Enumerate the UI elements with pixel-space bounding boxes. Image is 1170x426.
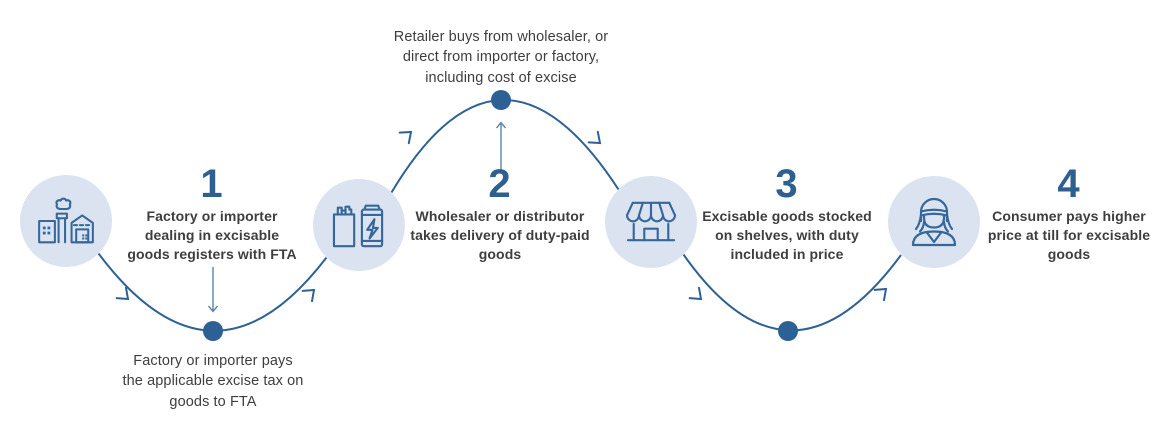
step-3-line-3: included in price: [730, 245, 844, 262]
step-2-icon-badge: [313, 179, 405, 271]
step-2-number: 2: [488, 162, 512, 206]
step-3-line-2: on shelves, with duty: [715, 226, 859, 243]
step-4-line-1: Consumer pays higher: [992, 208, 1146, 224]
bottom-annotation-line-2: the applicable excise tax on: [122, 373, 304, 390]
step-2-description: Wholesaler or distributor takes delivery…: [395, 207, 605, 263]
step-1-line-3: goods registers with FTA: [127, 245, 297, 262]
step-3-description: Excisable goods stocked on shelves, with…: [682, 207, 892, 263]
retailer-buys-annotation: Retailer buys from wholesaler, or direct…: [361, 27, 641, 88]
step-1-line-1: Factory or importer: [146, 208, 278, 224]
step-1-description: Factory or importer dealing in excisable…: [107, 207, 317, 263]
top-annotation-line-2: direct from importer or factory,: [402, 49, 600, 66]
step-3-line-1: Excisable goods stocked: [702, 208, 872, 224]
top-annotation-line-3: including cost of excise: [425, 69, 577, 86]
excise-goods-icon: [332, 204, 384, 248]
down-arrow: [207, 267, 219, 313]
step-2-line-3: goods: [478, 245, 522, 262]
step-3-icon-badge: [605, 176, 697, 268]
bottom-annotation-line-1: Factory or importer pays: [133, 353, 293, 369]
flow-arrowheads: [115, 130, 888, 303]
flow-dot-step3-step4: [778, 321, 798, 341]
pays-excise-annotation: Factory or importer pays the applicable …: [88, 351, 338, 412]
step-1-number: 1: [200, 162, 224, 206]
step-4-line-2: price at till for excisable: [987, 226, 1151, 243]
storefront-icon: [625, 201, 677, 242]
step-4-number: 4: [1057, 162, 1081, 206]
up-arrow: [495, 121, 507, 170]
step-2-line-1: Wholesaler or distributor: [415, 208, 585, 224]
consumer-icon: [911, 197, 957, 247]
flow-dot-pay-excise: [203, 321, 223, 341]
step-4-line-3: goods: [1047, 245, 1091, 262]
step-2-line-2: takes delivery of duty-paid: [410, 226, 590, 243]
bottom-annotation-line-3: goods to FTA: [169, 393, 257, 410]
top-annotation-line-1: Retailer buys from wholesaler, or: [393, 29, 609, 45]
step-1-icon-badge: [20, 175, 112, 267]
step-4-icon-badge: [888, 176, 980, 268]
flow-dot-retailer-buys: [491, 90, 511, 110]
step-3-number: 3: [775, 162, 799, 206]
step-1-line-2: dealing in excisable: [144, 226, 280, 243]
flow-arc-step3-step4: [682, 253, 902, 332]
step-4-description: Consumer pays higher price at till for e…: [964, 207, 1170, 263]
factory-icon: [38, 197, 94, 244]
